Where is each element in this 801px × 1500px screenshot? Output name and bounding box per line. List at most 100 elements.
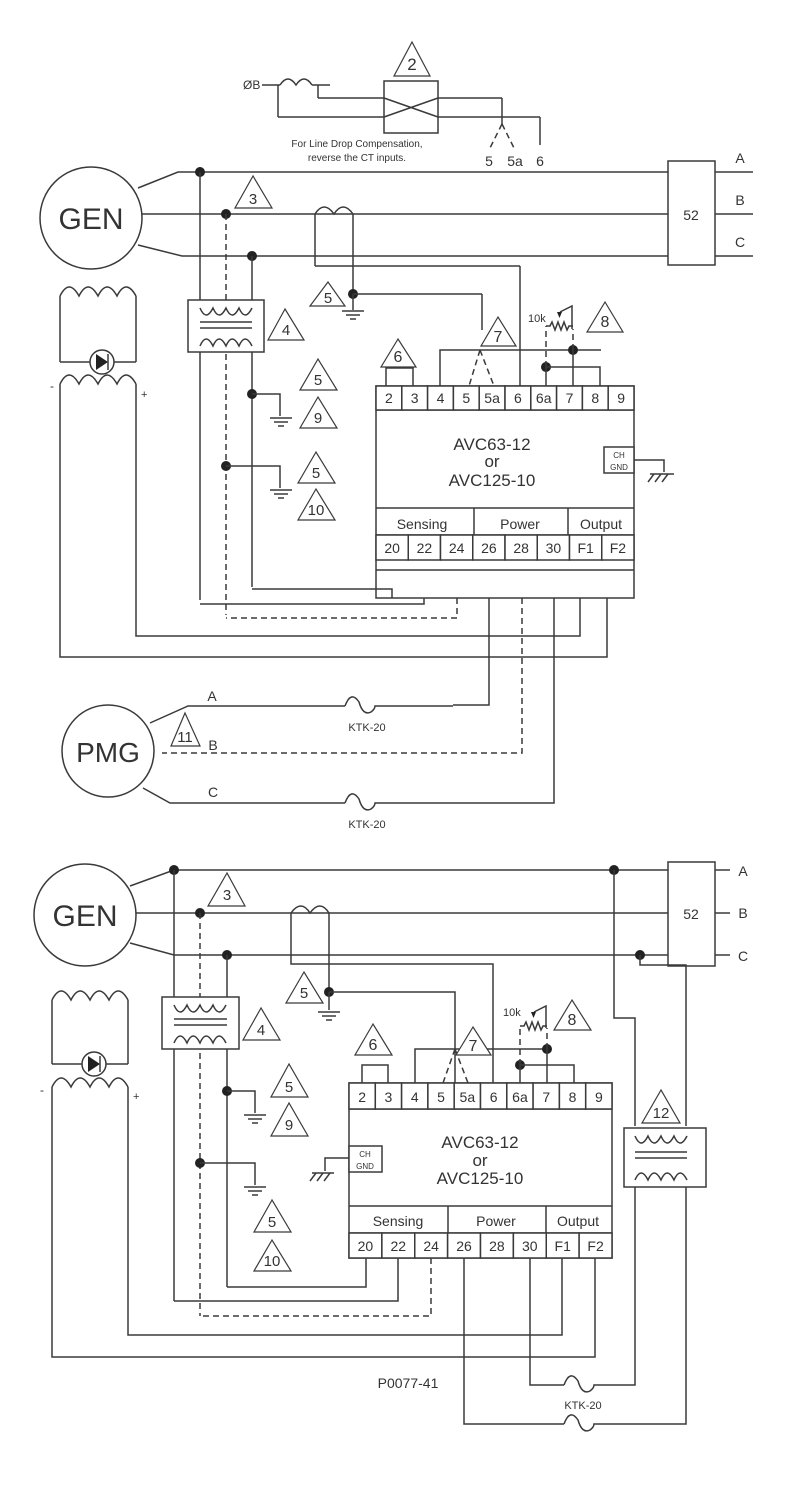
svg-text:9: 9 <box>314 410 322 427</box>
svg-text:11: 11 <box>177 729 193 746</box>
svg-text:B: B <box>735 192 744 208</box>
svg-text:AVC63-12: AVC63-12 <box>441 1133 518 1152</box>
svg-text:8: 8 <box>568 1012 577 1029</box>
svg-text:5: 5 <box>268 1214 276 1231</box>
svg-text:C: C <box>735 234 745 250</box>
svg-text:Sensing: Sensing <box>397 516 448 532</box>
svg-text:5: 5 <box>485 153 493 169</box>
terminal-label: 7 <box>566 390 574 406</box>
terminal-label: 6a <box>512 1089 528 1105</box>
svg-text:A: A <box>738 863 748 879</box>
svg-text:A: A <box>207 688 217 704</box>
terminal-label: F2 <box>587 1238 604 1254</box>
fuse-c-icon <box>344 793 453 811</box>
terminal <box>439 534 474 561</box>
terminal-label: 22 <box>417 540 433 556</box>
breaker-52 <box>667 160 716 266</box>
line-drop-compensation-detail: ØB 2 For Line Drop Compensation, reverse… <box>243 40 544 169</box>
terminal-label: 4 <box>411 1089 419 1105</box>
svg-text:Sensing: Sensing <box>373 1213 424 1229</box>
terminal <box>375 534 409 561</box>
callout-triangle-2 <box>393 40 431 77</box>
terminal-label: F2 <box>610 540 627 556</box>
svg-text:B: B <box>738 905 747 921</box>
terminal-label: 20 <box>384 540 400 556</box>
pmg-symbol <box>61 704 155 798</box>
terminal <box>478 385 506 411</box>
svg-text:+: + <box>141 389 147 401</box>
pmg-label: PMG <box>76 737 140 768</box>
svg-text:5: 5 <box>324 290 332 307</box>
svg-text:C: C <box>208 784 218 800</box>
terminal <box>375 385 403 411</box>
terminal-label: 5 <box>437 1089 445 1105</box>
svg-text:8: 8 <box>601 314 610 331</box>
svg-text:KTK-20: KTK-20 <box>564 1400 601 1412</box>
svg-text:Output: Output <box>557 1213 599 1229</box>
terminal-label: F1 <box>577 540 594 556</box>
generator-symbol <box>39 166 143 270</box>
svg-text:AVC125-10: AVC125-10 <box>437 1169 524 1188</box>
terminal <box>558 1082 587 1110</box>
svg-text:3: 3 <box>223 887 231 904</box>
exciter-field-icon <box>59 374 137 386</box>
svg-text:5: 5 <box>285 1079 293 1096</box>
cross-connect-box <box>383 80 439 134</box>
terminal-label: 20 <box>358 1238 374 1254</box>
svg-text:KTK-20: KTK-20 <box>348 819 385 831</box>
terminal-label: 6a <box>536 390 552 406</box>
svg-text:Power: Power <box>500 516 540 532</box>
svg-text:6: 6 <box>369 1037 378 1054</box>
svg-text:12: 12 <box>653 1105 670 1122</box>
breaker-52-lower <box>667 861 716 967</box>
svg-text:3: 3 <box>249 191 257 208</box>
generator-symbol-lower <box>33 863 137 967</box>
terminal-label: 30 <box>546 540 562 556</box>
terminal <box>479 1082 508 1110</box>
svg-text:-: - <box>40 1083 44 1097</box>
terminal-label: 8 <box>569 1089 577 1105</box>
terminal <box>578 1232 613 1259</box>
terminal-label: 5 <box>462 390 470 406</box>
svg-text:GND: GND <box>610 463 628 472</box>
terminal-label: 5a <box>484 390 500 406</box>
terminal-label: 3 <box>385 1089 393 1105</box>
terminal-label: 6 <box>514 390 522 406</box>
terminal-label: F1 <box>555 1238 572 1254</box>
exciter-coil-icon <box>59 286 137 298</box>
svg-text:4: 4 <box>282 322 290 339</box>
svg-text:6: 6 <box>536 153 544 169</box>
svg-text:5: 5 <box>312 465 320 482</box>
note-line-2: reverse the CT inputs. <box>308 153 406 164</box>
terminal-label: 7 <box>542 1089 550 1105</box>
terminal-label: 28 <box>489 1238 505 1254</box>
terminal <box>504 534 538 561</box>
upper-diagram: GEN 52 A B C 3 5 <box>39 150 753 831</box>
note-line-1: For Line Drop Compensation, <box>291 139 422 150</box>
svg-text:or: or <box>484 452 499 471</box>
terminal-label: 2 <box>358 1089 366 1105</box>
terminal-label: 24 <box>449 540 465 556</box>
svg-text:CH: CH <box>359 1150 371 1159</box>
terminal-label: 8 <box>591 390 599 406</box>
fuse-a-icon <box>344 696 453 714</box>
svg-text:10k: 10k <box>503 1007 521 1019</box>
terminal-label: 3 <box>411 390 419 406</box>
terminal-label: 2 <box>385 390 393 406</box>
svg-text:CH: CH <box>613 451 625 460</box>
figure-id: P0077-41 <box>378 1375 439 1391</box>
terminal <box>446 1232 482 1259</box>
terminal <box>427 1082 455 1110</box>
terminal <box>414 1232 449 1259</box>
svg-text:-: - <box>50 379 54 393</box>
terminal-label: 9 <box>617 390 625 406</box>
svg-text:GND: GND <box>356 1162 374 1171</box>
svg-text:2: 2 <box>407 55 416 74</box>
terminal <box>601 534 635 561</box>
svg-text:5: 5 <box>300 985 308 1002</box>
ct-coil-icon <box>279 78 313 87</box>
svg-text:AVC125-10: AVC125-10 <box>449 471 536 490</box>
